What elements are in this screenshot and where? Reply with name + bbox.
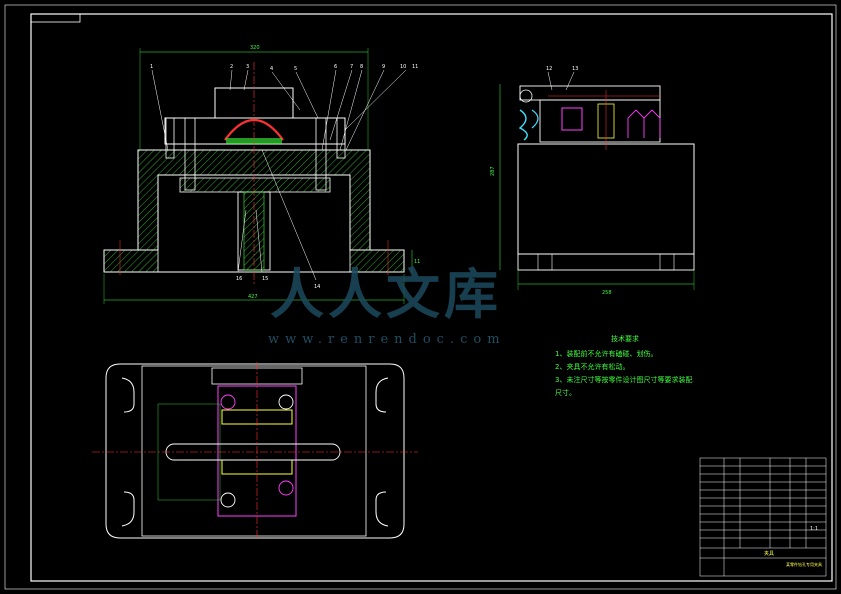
leader-9: 9 [382,64,385,70]
title-drawing-name: 夹具 [764,550,774,557]
watermark-logo-text: 人人文库 [270,262,502,326]
leader-7: 7 [350,64,353,70]
top-view [92,362,418,540]
sheet-outer-border [4,4,837,590]
leader-8: 8 [360,64,363,70]
leader-10: 10 [400,64,406,70]
leader-3: 3 [246,64,249,70]
tech-notes-title: 技术要求 [611,335,639,343]
leader-2: 2 [230,64,233,70]
front-base-dim: 427 [248,294,258,300]
side-width-dim: 258 [602,290,612,296]
side-height-dim: 287 [490,166,496,176]
leader-14: 14 [314,284,320,290]
leader-11: 11 [412,64,418,70]
title-part-name: 某零件钻孔专用夹具 [786,561,822,567]
leader-12: 12 [546,66,552,72]
side-view [499,71,695,290]
tech-note-2: 2、夹具不允许有松动。 [555,363,630,371]
leader-5: 5 [294,66,297,72]
sheet-inner-border [30,13,833,582]
front-view [103,48,413,304]
tech-note-3: 3、未注尺寸等按零件设计图尺寸等要求装配尺寸。 [555,376,693,397]
leader-13: 13 [572,66,578,72]
tech-note-1: 1、装配前不允许有磕碰、划伤。 [555,350,658,358]
title-block [699,457,827,577]
sheet-corner-box [30,13,81,23]
leader-4: 4 [270,66,273,72]
tech-notes: 技术要求 1、装配前不允许有磕碰、划伤。 2、夹具不允许有松动。 3、未注尺寸等… [555,333,695,400]
front-width-dim: 320 [250,45,260,51]
front-height-dim: 11 [414,259,420,265]
title-scale: 1:1 [810,526,818,532]
leader-6: 6 [334,64,337,70]
leader-1: 1 [150,64,153,70]
leader-16: 16 [236,276,242,282]
leader-15: 15 [262,276,268,282]
watermark-url: www.renrendoc.com [268,332,506,347]
